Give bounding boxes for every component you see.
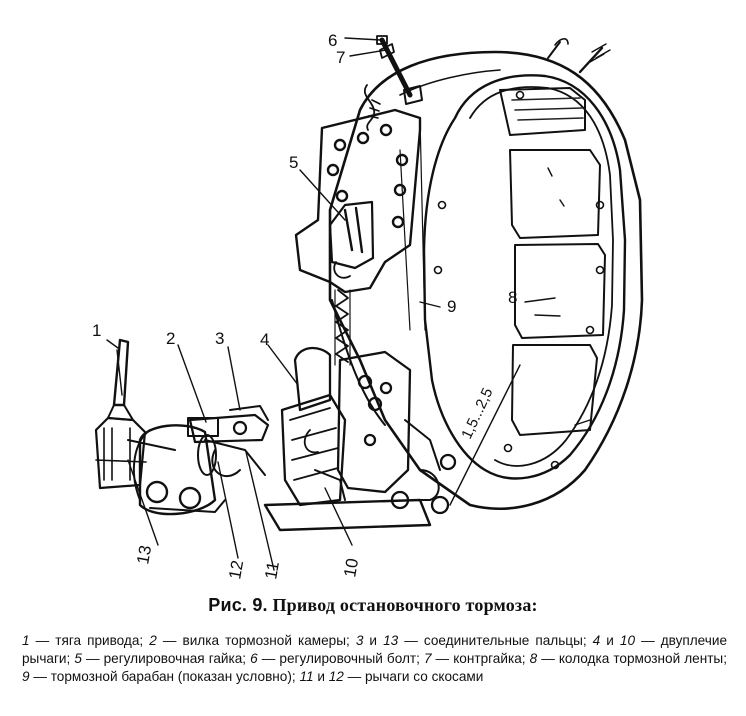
double-arm-levers-4-10 [263,346,457,532]
label-8: 8 [508,288,517,307]
legend-num: 7 [423,651,432,666]
legend-num: 4 [592,633,601,648]
return-spring [334,289,351,366]
legend-num: 9 [22,669,30,684]
legend-num: 12 [328,669,344,684]
adjusting-bolt-6-locknut-7 [363,35,423,131]
label-12: 12 [225,559,247,581]
legend-num: 8 [529,651,538,666]
legend-num: 11 [299,669,314,684]
legend-num: 3 [355,633,364,648]
brake-chamber-housing [133,424,226,516]
legend-text: — колодка тормозной ленты; [537,651,727,666]
legend-num: 13 [383,633,399,648]
brake-drive-drawing: 6 7 5 8 9 1 2 3 4 13 12 11 10 1,5...2,5 [92,31,644,581]
label-11: 11 [261,560,283,581]
legend-text: и [600,633,620,648]
figure-caption: Рис. 9. Привод остановочного тормоза: [0,595,746,616]
label-6: 6 [328,31,337,50]
legend-text: — соединительные пальцы; [398,633,593,648]
legend-num: 5 [74,651,82,666]
legend-text: — регулировочная гайка; [81,651,251,666]
label-3: 3 [215,329,224,348]
legend-text: — вилка тормозной камеры; [156,633,356,648]
upper-bracket [294,108,422,294]
legend-text: — двуплечие рычаги; [22,633,728,666]
label-1: 1 [92,321,101,340]
label-7: 7 [336,48,345,67]
leader-lines [106,37,556,571]
legend-num: 6 [250,651,258,666]
label-10: 10 [340,557,362,579]
brake-drum-9 [328,38,644,510]
caption-prefix: Рис. 9. [208,595,268,615]
label-13: 13 [133,544,155,566]
label-5: 5 [289,153,298,172]
dimension-gap-label: 1,5...2,5 [458,385,496,441]
legend-text: — тяга привода; [29,633,150,648]
caption-title: Привод остановочного тормоза: [272,595,538,615]
legend-text: — тормозной барабан (показан условно); [29,669,300,684]
label-4: 4 [260,330,269,349]
legend-text: и [313,669,329,684]
label-9: 9 [447,297,456,316]
legend-text: и [363,633,384,648]
legend-text: — контргайка; [431,651,530,666]
legend-num: 2 [149,633,157,648]
drive-rod-1 [94,338,176,490]
legend-num: 10 [619,633,636,648]
label-2: 2 [166,329,175,348]
brake-shoe-blocks-8 [499,87,606,436]
legend-text: — регулировочный болт; [257,651,424,666]
figure-legend: 1 — тяга привода; 2 — вилка тормозной ка… [22,632,727,686]
legend-num: 1 [22,633,30,648]
legend-text: — рычаги со скосами [343,669,484,684]
